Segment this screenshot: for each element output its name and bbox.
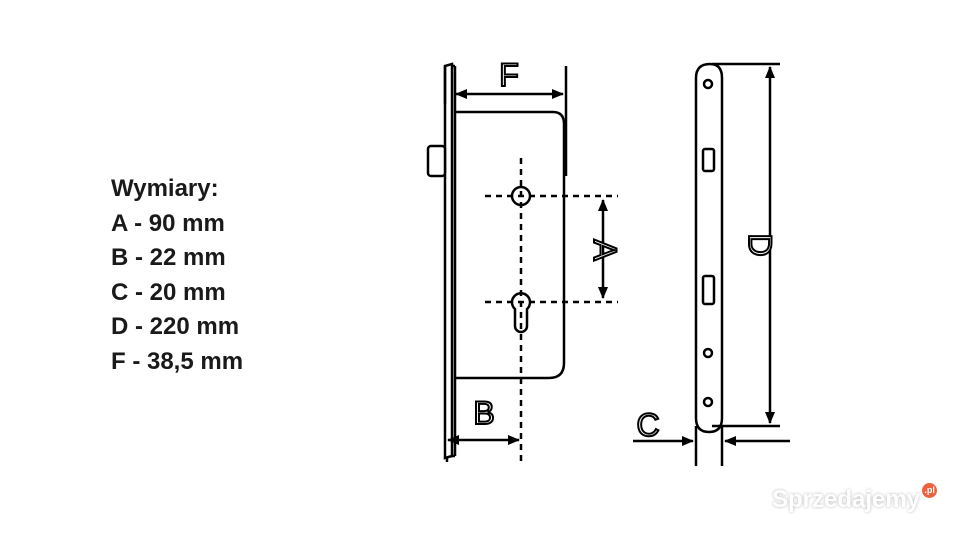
watermark-text: Sprzedajemy (772, 486, 921, 513)
screw-hole-top (702, 78, 714, 90)
watermark: Sprzedajemy.pl (772, 483, 938, 514)
dimension-d-line: D - 220 mm (111, 313, 240, 341)
dimension-b (445, 435, 520, 462)
dimension-a-label: A (587, 239, 623, 261)
dimensions-heading: Wymiary: (111, 175, 219, 202)
lock-side-view (694, 62, 724, 434)
cylinder-keyhole (510, 292, 532, 334)
bolt-slot (701, 274, 716, 306)
dimension-c (633, 426, 790, 466)
dimension-f-label: F (499, 57, 519, 93)
dimension-b-label: B (473, 395, 494, 431)
dimensions-list: Wymiary: A - 90 mm B - 22 mm C - 20 mm D… (111, 172, 243, 380)
dashed-guides (485, 158, 618, 462)
dimension-d (712, 62, 780, 428)
dimension-c-label: C (636, 407, 659, 443)
dimension-c-line: C - 20 mm (111, 278, 226, 306)
dimension-f-line: F - 38,5 mm (111, 347, 244, 375)
dimension-d-label: D (742, 233, 778, 256)
dimension-b-line: B - 22 mm (111, 244, 226, 272)
screw-hole-bottom (702, 396, 714, 408)
lock-front-view (426, 62, 566, 460)
dimension-f (443, 66, 568, 176)
latch-slot (701, 147, 716, 173)
screw-hole-mid (702, 347, 714, 359)
latch-bolt (426, 144, 447, 178)
faceplate-side (694, 62, 724, 434)
dimension-a-line: A - 90 mm (111, 209, 225, 237)
lock-case (455, 110, 566, 380)
watermark-badge: .pl (922, 483, 938, 498)
faceplate (443, 62, 454, 460)
